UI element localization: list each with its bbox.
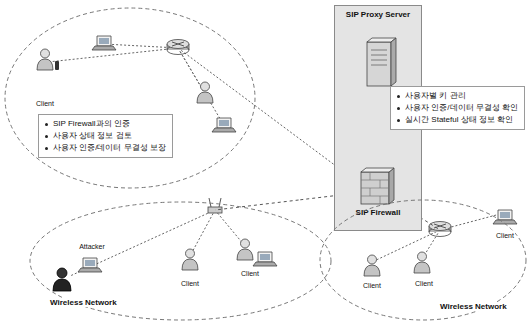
network-cloud: Wireless Network [318,198,528,322]
attacker-icon [53,268,71,291]
client-label: Client [362,282,382,289]
bullet-item: 사용자별 키 관리 [396,90,518,102]
laptop-icon [212,118,236,132]
network-cloud [5,8,255,188]
laptop-icon [253,252,277,266]
bullet-item: SIP Firewall과의 인증 [44,118,166,130]
client-icon [364,255,380,276]
note-box: SIP Firewall과의 인증사용자 상태 정보 검토사용자 인증/데이터 … [38,114,173,158]
client-label: Client [495,232,515,239]
note-box: 사용자별 키 관리사용자 인증/데이터 무결성 확인실시간 Stateful 상… [390,86,525,130]
client-label: Client [240,270,260,277]
laptop-icon [493,210,517,224]
client-icon [182,249,198,270]
client-icon [414,252,430,273]
network-link [299,195,339,200]
node-label: SIP Firewall [339,208,417,217]
bullet-item: 사용자 인증/데이터 무결성 확인 [396,102,518,114]
client-icon [37,49,53,70]
link-line [215,200,299,210]
client-label: Client [180,280,200,287]
link-line [48,44,500,276]
client-label: Client [35,100,55,107]
access-point-icon [208,198,222,213]
attacker-label: Attacker [78,243,106,250]
bullet-item: 사용자 인증/데이터 무결성 보장 [44,142,166,154]
laptop-icon [78,258,102,272]
panel-title: SIP Proxy Server [335,6,421,19]
phone-icon [55,61,59,70]
router-icon [167,40,189,55]
bullet-item: 사용자 상태 정보 검토 [44,130,166,142]
client-icon [237,239,253,260]
firewall-node: SIP Firewall [339,164,417,217]
network-cloud: Wireless Network [28,200,333,322]
client-label: Client [414,280,434,287]
bullet-item: 실시간 Stateful 상태 정보 확인 [396,114,518,126]
network-label: Wireless Network [438,302,509,311]
router-icon [429,222,451,237]
laptop-icon [92,36,116,50]
network-label: Wireless Network [48,298,119,307]
client-icon [197,82,213,103]
